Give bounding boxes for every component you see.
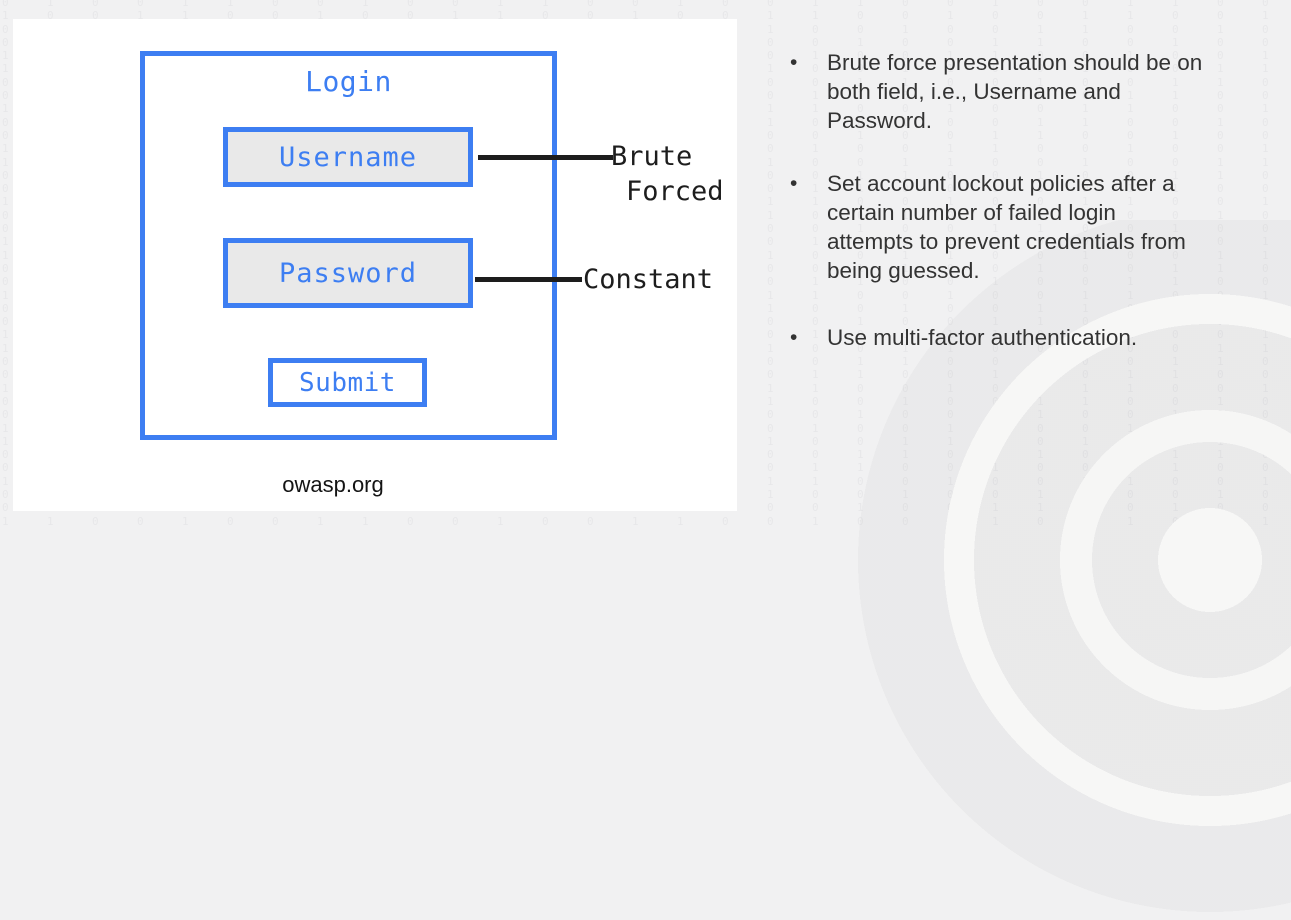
bullet-marker: • xyxy=(790,51,798,74)
bullet-item: • Use multi-factor authentication. xyxy=(790,323,1268,352)
bullet-text: Set account lockout policies after a cer… xyxy=(827,169,1268,285)
bullet-marker: • xyxy=(790,172,798,195)
username-field-label: Username xyxy=(278,141,418,173)
brute-connector-line xyxy=(478,155,613,160)
bullet-line: Use multi-factor authentication. xyxy=(827,325,1138,350)
bullet-line: being guessed. xyxy=(827,258,980,283)
constant-connector-line xyxy=(475,277,582,282)
bullet-line: Set account lockout policies after a xyxy=(827,171,1175,196)
bullet-text: Brute force presentation should be on bo… xyxy=(827,48,1268,135)
submit-button[interactable]: Submit xyxy=(268,358,427,407)
slide: { "colors":{ "accent_blue":"#3D7EF2", "f… xyxy=(13,19,1291,920)
constant-annotation: Constant xyxy=(583,264,714,295)
password-field-label: Password xyxy=(278,257,418,289)
bullet-line: Password. xyxy=(827,108,933,133)
bullet-item: • Brute force presentation should be on … xyxy=(790,48,1268,135)
notes-panel: • Brute force presentation should be on … xyxy=(790,48,1268,352)
bullet-item: • Set account lockout policies after a c… xyxy=(790,169,1268,285)
attribution-text: owasp.org xyxy=(282,472,384,497)
figure-card: Login Username Password Submit Brute For… xyxy=(13,19,737,511)
submit-button-label: Submit xyxy=(299,367,396,398)
bullet-line: certain number of failed login xyxy=(827,200,1116,225)
bullet-line: attempts to prevent credentials from xyxy=(827,229,1186,254)
bullet-line: both field, i.e., Username and xyxy=(827,79,1121,104)
username-field[interactable]: Username xyxy=(223,127,473,187)
binary-column: 1 1 0 0 1 0 0 1 1 0 0 1 0 0 1 1 0 0 1 0 … xyxy=(812,0,819,528)
bullet-text: Use multi-factor authentication. xyxy=(827,323,1268,352)
password-field[interactable]: Password xyxy=(223,238,473,308)
login-form-title: Login xyxy=(305,65,392,98)
binary-column: 0 1 1 0 0 1 0 0 1 1 0 0 1 0 0 1 1 0 0 1 … xyxy=(767,0,774,528)
brute-annotation-line2: Forced xyxy=(626,176,724,207)
bullet-line: Brute force presentation should be on xyxy=(827,50,1203,75)
brute-annotation-line1: Brute xyxy=(611,141,693,172)
bullet-marker: • xyxy=(790,326,798,349)
binary-column: 0 1 0 0 1 1 0 0 1 0 0 1 1 0 0 1 0 0 1 1 … xyxy=(2,0,9,528)
